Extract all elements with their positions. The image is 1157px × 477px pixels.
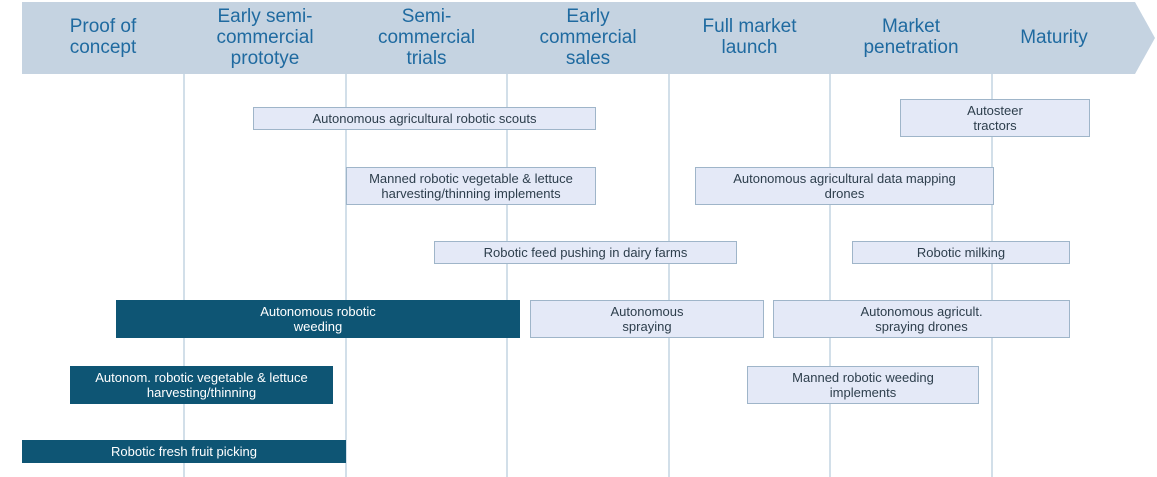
- stage-semi-commercial-trials: Semi- commercial trials: [377, 5, 476, 69]
- stage-proof-of-concept: Proof of concept: [69, 16, 137, 58]
- stage-full-market-launch: Full market launch: [702, 16, 797, 58]
- tech-bar-manned-weeding-implements: Manned robotic weeding implements: [747, 366, 979, 404]
- tech-bar-data-mapping-drones: Autonomous agricultural data mapping dro…: [695, 167, 994, 205]
- tech-bar-robotic-scouts: Autonomous agricultural robotic scouts: [253, 107, 596, 130]
- stage-market-penetration: Market penetration: [863, 16, 959, 58]
- tech-bar-autonomous-spraying: Autonomous spraying: [530, 300, 764, 338]
- tech-bar-autosteer-tractors: Autosteer tractors: [900, 99, 1090, 137]
- stage-arrow-band: [22, 2, 1155, 74]
- tech-bar-fresh-fruit-picking: Robotic fresh fruit picking: [22, 440, 346, 463]
- stage-maturity: Maturity: [1020, 26, 1088, 48]
- tech-bar-feed-pushing: Robotic feed pushing in dairy farms: [434, 241, 737, 264]
- tech-bar-autonomous-harvesting: Autonom. robotic vegetable & lettuce har…: [70, 366, 333, 404]
- tech-bar-robotic-milking: Robotic milking: [852, 241, 1070, 264]
- stage-early-semi-commercial-prototype: Early semi- commercial prototye: [216, 5, 314, 69]
- stage-early-commercial-sales: Early commercial sales: [539, 5, 637, 69]
- tech-bar-autonomous-weeding: Autonomous robotic weeding: [116, 300, 520, 338]
- tech-bar-spraying-drones: Autonomous agricult. spraying drones: [773, 300, 1070, 338]
- tech-bar-manned-harvesting-implements: Manned robotic vegetable & lettuce harve…: [346, 167, 596, 205]
